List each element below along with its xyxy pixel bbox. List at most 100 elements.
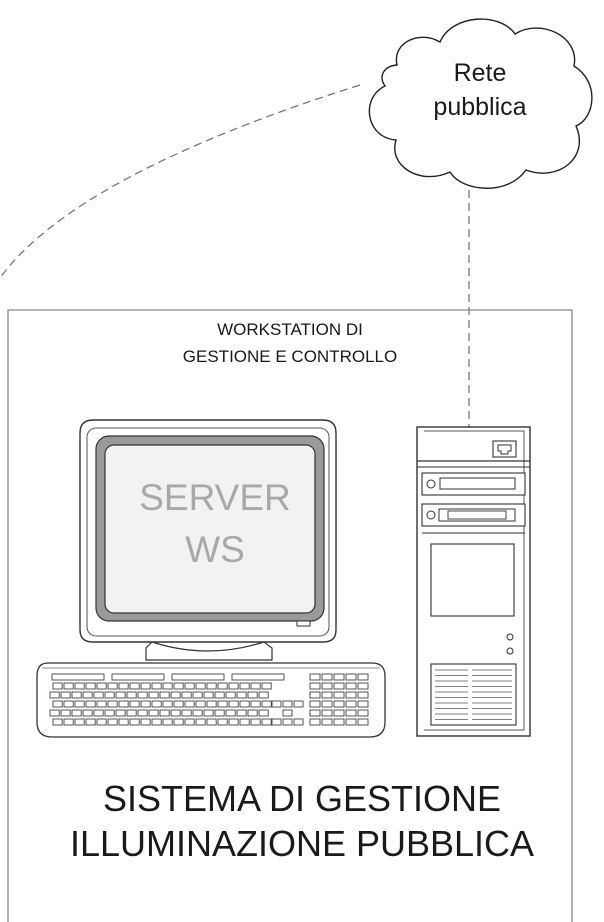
keyboard-key [52, 718, 63, 726]
keyboard-key [74, 682, 85, 690]
keyboard-key [271, 700, 282, 708]
keyboard-key [129, 682, 140, 690]
keyboard-key [217, 700, 228, 708]
keyboard-key [203, 691, 214, 699]
keyboard-key [239, 682, 250, 690]
system-title: SISTEMA DI GESTIONE ILLUMINAZIONE PUBBLI… [10, 776, 594, 866]
keyboard-key [192, 709, 203, 717]
keyboard-key [162, 700, 173, 708]
keyboard-body [36, 662, 386, 738]
keyboard-key [321, 718, 333, 726]
keyboard-key [148, 691, 159, 699]
keyboard-key [282, 700, 293, 708]
keyboard-key [52, 682, 63, 690]
cloud-label-line2: pubblica [433, 93, 527, 121]
keyboard-key [140, 682, 151, 690]
keyboard-key [151, 682, 162, 690]
keyboard-key [173, 700, 184, 708]
keyboard-key [309, 682, 321, 690]
keyboard-key [258, 709, 269, 717]
keyboard-key [140, 700, 151, 708]
keyboard-key [309, 691, 321, 699]
keyboard-key [111, 673, 165, 681]
keyboard-key [321, 700, 333, 708]
keyboard-key [118, 700, 129, 708]
keyboard-key [239, 718, 250, 726]
keyboard-key [206, 718, 217, 726]
keyboard-key [60, 691, 71, 699]
keyboard-key [293, 700, 304, 708]
keyboard-key [195, 700, 206, 708]
keyboard-key [239, 700, 250, 708]
keyboard-key [261, 718, 272, 726]
keyboard-key [96, 700, 107, 708]
cloud-label: Rete pubblica [405, 56, 555, 124]
keyboard-key [345, 718, 357, 726]
keyboard-key [217, 718, 228, 726]
monitor-screen-line2: WS [185, 529, 245, 570]
keyboard-key [184, 700, 195, 708]
keyboard-key [271, 718, 282, 726]
keyboard-key [96, 718, 107, 726]
tower-panel [430, 543, 515, 617]
keyboard-key [74, 700, 85, 708]
keyboard-key [357, 682, 369, 690]
keyboard-key [148, 709, 159, 717]
keyboard-key [357, 709, 369, 717]
keyboard-key [173, 682, 184, 690]
keyboard-key [195, 718, 206, 726]
keyboard-key [118, 718, 129, 726]
keyboard-key [104, 691, 115, 699]
power-led [296, 620, 311, 627]
keyboard-key [309, 700, 321, 708]
keyboard-key [357, 700, 369, 708]
keyboard-key [225, 691, 236, 699]
keyboard-key [231, 673, 285, 681]
keyboard-key [85, 718, 96, 726]
keyboard-key [250, 700, 261, 708]
keyboard-key [126, 691, 137, 699]
keyboard-key [137, 691, 148, 699]
keyboard-key [159, 709, 170, 717]
keyboard-key [151, 700, 162, 708]
keyboard-key [184, 682, 195, 690]
monitor-stand [145, 641, 273, 661]
keyboard-key [333, 691, 345, 699]
keyboard-key [170, 709, 181, 717]
monitor [79, 419, 337, 661]
keyboard-key [52, 700, 63, 708]
keyboard-key [51, 673, 105, 681]
keyboard-key [228, 682, 239, 690]
keyboard-key [49, 709, 60, 717]
keyboard-key [333, 709, 345, 717]
keyboard-key [345, 691, 357, 699]
workstation-caption: WORKSTATION DI GESTIONE E CONTROLLO [120, 316, 460, 370]
keyboard-key [214, 691, 225, 699]
workstation-box [7, 309, 573, 922]
keyboard-key [333, 718, 345, 726]
keyboard-key [173, 718, 184, 726]
keyboard-key [192, 691, 203, 699]
keyboard-key [63, 718, 74, 726]
keyboard-key [60, 709, 71, 717]
keyboard-key [71, 709, 82, 717]
keyboard-key [82, 709, 93, 717]
keyboard-key [107, 682, 118, 690]
keyboard-key [345, 709, 357, 717]
keyboard-key [115, 691, 126, 699]
network-port-icon [492, 440, 517, 458]
keyboard-key [93, 709, 104, 717]
keyboard-key [236, 709, 247, 717]
keyboard-key [181, 709, 192, 717]
keyboard-key [321, 709, 333, 717]
keyboard-key [214, 709, 225, 717]
keyboard-key [118, 682, 129, 690]
keyboard-key [159, 691, 170, 699]
keyboard-key [357, 691, 369, 699]
keyboard-key [345, 682, 357, 690]
keyboard-key [258, 691, 269, 699]
keyboard-key [107, 718, 118, 726]
keyboard-key [293, 718, 304, 726]
keyboard-key [250, 682, 261, 690]
keyboard-key [137, 709, 148, 717]
